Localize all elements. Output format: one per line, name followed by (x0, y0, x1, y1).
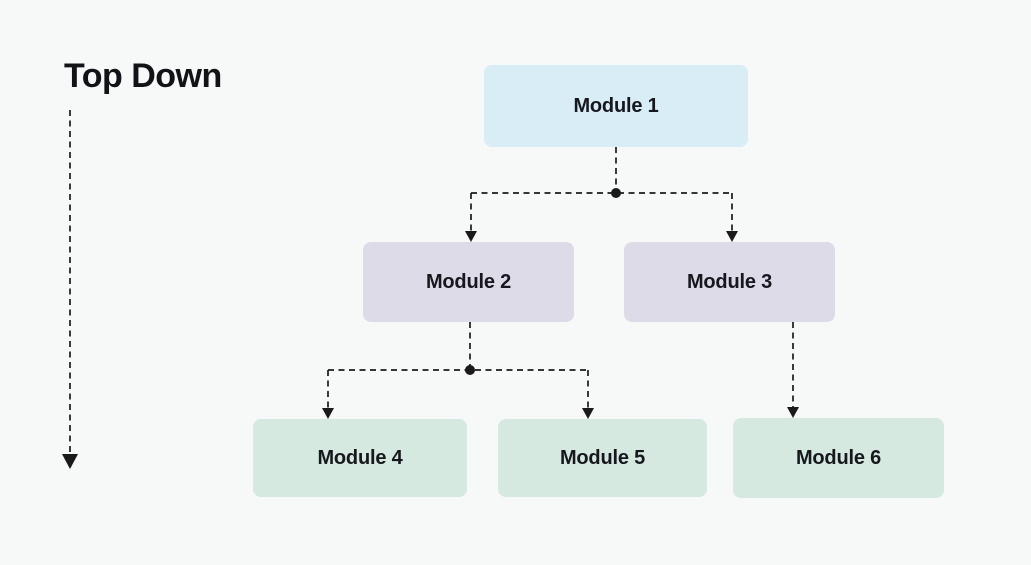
arrowhead-m4 (322, 408, 334, 419)
arrowhead-m6 (787, 407, 799, 418)
diagram-node-module-6: Module 6 (733, 418, 944, 498)
diagram-node-module-1: Module 1 (484, 65, 748, 147)
node-label: Module 3 (686, 270, 773, 293)
diagram-node-module-2: Module 2 (363, 242, 574, 322)
node-label: Module 1 (573, 94, 659, 117)
diagram-node-module-5: Module 5 (498, 419, 707, 497)
node-label: Module 2 (425, 270, 512, 293)
node-label: Module 4 (317, 446, 403, 469)
arrowhead-m3 (726, 231, 738, 242)
arrowhead-m5 (582, 408, 594, 419)
page-title: Top Down (64, 57, 222, 95)
diagram-node-module-4: Module 4 (253, 419, 467, 497)
junction2-dot (465, 365, 475, 375)
node-label: Module 5 (559, 446, 646, 469)
arrowhead-m2 (465, 231, 477, 242)
diagram-node-module-3: Module 3 (624, 242, 835, 322)
node-label: Module 6 (795, 446, 882, 469)
junction1-dot (611, 188, 621, 198)
top-down-flow-arrowhead (62, 454, 78, 469)
